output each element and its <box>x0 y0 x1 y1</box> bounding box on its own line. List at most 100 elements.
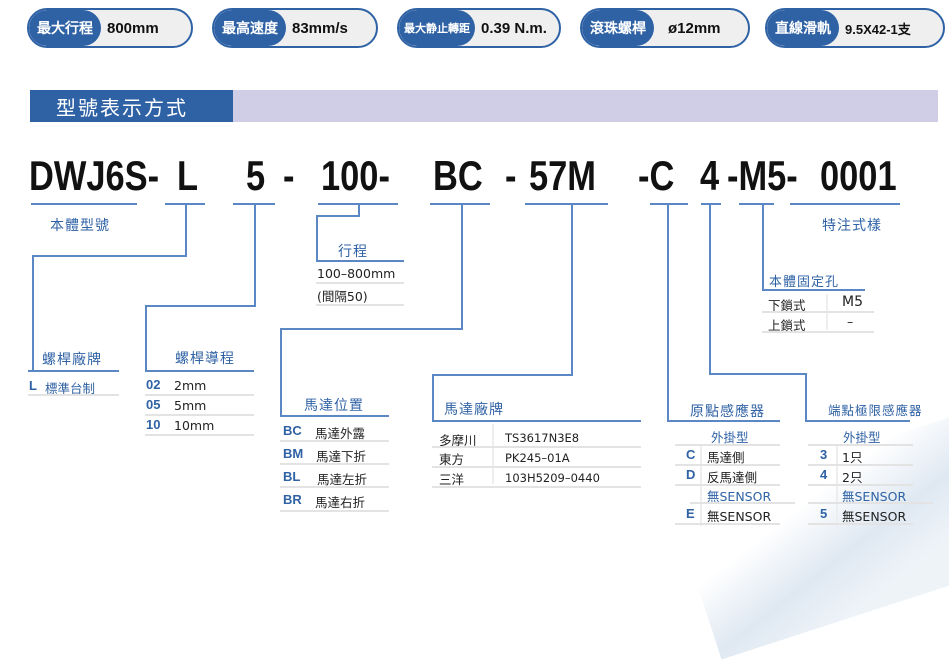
connector-line <box>430 203 490 205</box>
connector-line <box>667 420 780 422</box>
connector-line <box>805 373 807 421</box>
limit-sensor-text: 1只 <box>842 450 863 465</box>
motor-brand-name: 三洋 <box>439 472 465 487</box>
lead-code: 05 <box>146 397 161 412</box>
row-divider <box>690 502 795 504</box>
row-divider <box>316 282 404 284</box>
home-sensor-text: 反馬達側 <box>707 470 758 485</box>
limit-sensor-code: 3 <box>820 447 828 462</box>
connector-line <box>650 203 688 205</box>
home-sensor-code: E <box>686 506 695 521</box>
screw-brand-text: 標準台制 <box>45 381 96 396</box>
code-motor-position: BC <box>433 152 483 199</box>
connector-line <box>316 215 360 217</box>
spec-value: 0.39 N.m. <box>481 19 547 37</box>
connector-line <box>254 203 256 307</box>
spec-label: 最高速度 <box>214 10 286 46</box>
screw-brand-label: 螺桿廠牌 <box>42 352 102 368</box>
connector-line <box>31 203 137 205</box>
code-mount-hole: -M5- <box>727 152 798 199</box>
row-divider <box>280 486 389 488</box>
mount-type: 上鎖式 <box>768 318 806 333</box>
lead-code: 10 <box>146 417 161 432</box>
row-divider <box>432 466 641 468</box>
connector-line <box>145 370 254 372</box>
code-sep: - <box>283 152 295 199</box>
motor-brand-label: 馬達廠牌 <box>444 402 504 418</box>
row-divider <box>280 463 389 465</box>
connector-line <box>280 328 463 330</box>
connector-line <box>667 203 669 421</box>
connector-line <box>316 215 318 262</box>
home-sensor-code: C <box>686 447 696 462</box>
spec-ball-screw: 滾珠螺桿 ø12mm <box>580 8 750 48</box>
spec-value: 800mm <box>107 19 159 37</box>
motor-position-text: 馬達左折 <box>317 472 368 487</box>
motor-position-text: 馬達外露 <box>315 426 366 441</box>
mount-type: 下鎖式 <box>768 298 806 313</box>
row-divider <box>675 444 780 446</box>
special-label: 特注式樣 <box>822 218 882 234</box>
home-sensor-type: 外掛型 <box>711 430 749 445</box>
row-divider <box>432 486 641 488</box>
row-divider <box>145 394 254 396</box>
code-home-sensor: -C <box>638 152 675 199</box>
row-divider <box>145 434 254 436</box>
code-special: 0001 <box>820 152 897 199</box>
row-divider <box>145 414 254 416</box>
row-divider <box>675 523 780 525</box>
spec-value: 83mm/s <box>292 19 348 37</box>
row-divider <box>432 446 641 448</box>
connector-line <box>432 374 434 421</box>
spec-max-stroke: 最大行程 800mm <box>27 8 193 48</box>
connector-line <box>790 203 900 205</box>
section-title: 型號表示方式 <box>30 90 233 122</box>
row-divider <box>762 311 874 313</box>
lead-code: 02 <box>146 377 161 392</box>
screw-lead-label: 螺桿導程 <box>175 351 235 367</box>
row-divider <box>675 484 780 486</box>
spec-max-speed: 最高速度 83mm/s <box>212 8 378 48</box>
connector-line <box>28 370 119 372</box>
home-sensor-label: 原點感應器 <box>690 404 765 420</box>
lead-text: 5mm <box>174 398 207 413</box>
motor-brand-name: 東方 <box>439 452 465 467</box>
body-model-label: 本體型號 <box>50 218 110 234</box>
stroke-range: 100–800mm <box>317 266 396 281</box>
spec-label: 滾珠螺桿 <box>582 10 654 46</box>
spec-value: ø12mm <box>668 19 721 37</box>
motor-position-text: 馬達下折 <box>316 449 367 464</box>
code-motor-brand: 57M <box>529 152 596 199</box>
stroke-label: 行程 <box>338 244 368 260</box>
limit-sensor-code: 4 <box>820 467 828 482</box>
connector-line <box>701 203 721 205</box>
connector-line <box>432 374 573 376</box>
limit-sensor-type: 外掛型 <box>843 430 881 445</box>
row-divider <box>762 331 874 333</box>
limit-sensor-code: 5 <box>820 506 828 521</box>
motor-position-code: BL <box>283 469 301 484</box>
motor-position-label: 馬達位置 <box>304 398 364 414</box>
connector-line <box>762 203 764 291</box>
row-divider <box>808 523 913 525</box>
connector-line <box>571 203 573 376</box>
connector-line <box>709 203 711 375</box>
connector-line <box>280 328 282 416</box>
motor-position-code: BM <box>283 446 304 461</box>
motor-brand-name: 多摩川 <box>439 433 477 448</box>
lead-text: 2mm <box>174 378 207 393</box>
limit-sensor-text: 無SENSOR <box>842 509 907 524</box>
connector-line <box>145 305 256 307</box>
connector-line <box>432 420 641 422</box>
connector-line <box>525 203 608 205</box>
spec-label: 最大行程 <box>29 10 101 46</box>
home-sensor-text: 馬達側 <box>707 450 745 465</box>
connector-line <box>461 203 463 330</box>
motor-model: PK245–01A <box>505 451 570 465</box>
limit-sensor-text: 2只 <box>842 470 863 485</box>
connector-line <box>358 203 360 217</box>
connector-line <box>739 203 774 205</box>
code-screw-brand: L <box>177 152 199 199</box>
